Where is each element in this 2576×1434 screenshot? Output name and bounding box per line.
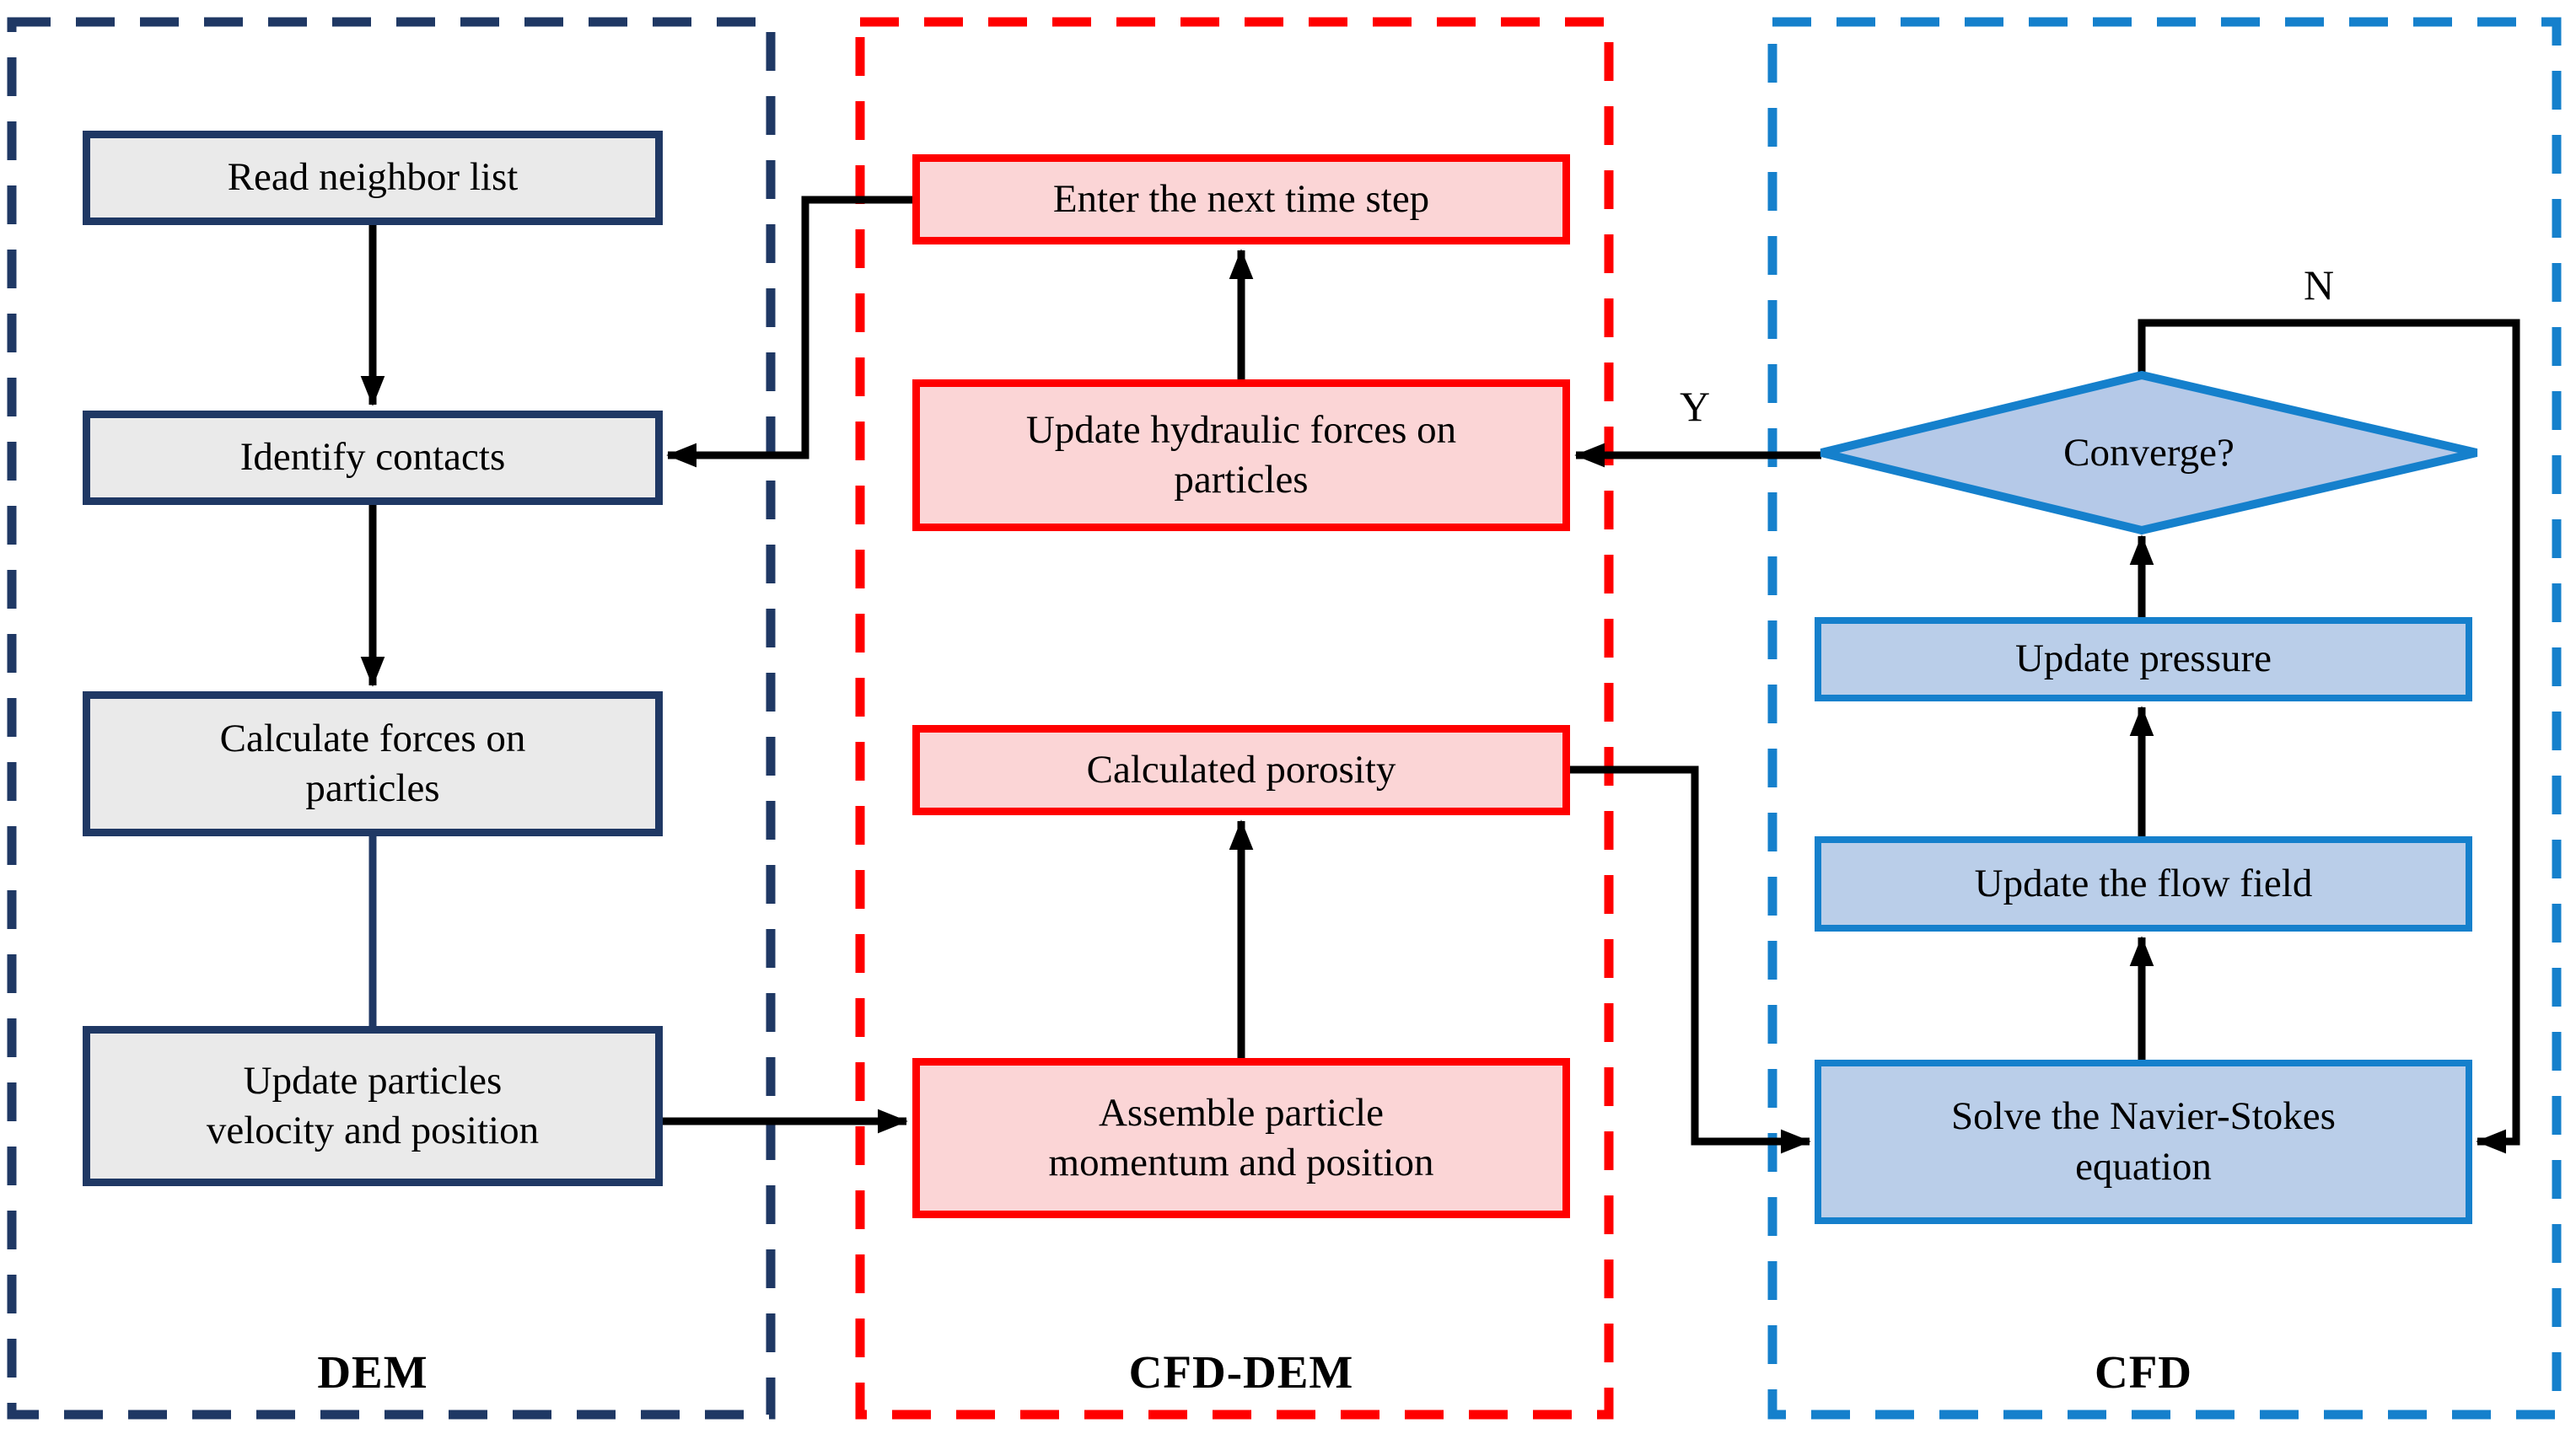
flow-box-read-neighbor-list: Read neighbor list [83, 131, 663, 225]
converge-diamond-shape [1820, 370, 2478, 535]
dem-panel-border [7, 17, 776, 1420]
flow-box-enter-next-time-step: Enter the next time step [912, 154, 1570, 244]
arrow-enter-to-identify [666, 196, 912, 468]
flow-box-update-pressure: Update pressure [1815, 617, 2472, 701]
flow-box-update-particles: Update particles velocity and position [83, 1026, 663, 1186]
dem-column-label: DEM [317, 1345, 428, 1398]
flow-box-identify-contacts: Identify contacts [83, 411, 663, 505]
flow-box-calculated-porosity: Calculated porosity [912, 725, 1570, 815]
arrow-converge-no-to-solve [2138, 319, 2520, 1154]
converge-yes-label: Y [1679, 383, 1711, 430]
converge-no-label: N [2303, 261, 2335, 309]
flow-box-update-flow-field: Update the flow field [1815, 836, 2472, 932]
cfd-dem-panel-border [855, 17, 1614, 1420]
cfd-panel-border [1767, 17, 2562, 1420]
cfd-dem-column-label: CFD-DEM [1128, 1345, 1354, 1398]
flow-box-assemble-particle-momentum: Assemble particle momentum and position [912, 1058, 1570, 1218]
flow-box-update-hydraulic-forces: Update hydraulic forces on particles [912, 379, 1570, 531]
flow-box-calculate-forces: Calculate forces on particles [83, 691, 663, 836]
arrow-porosity-to-solve [1570, 765, 1811, 1154]
converge-decision-label: Converge? [2063, 431, 2235, 475]
cfd-column-label: CFD [2094, 1345, 2193, 1398]
flow-box-solve-navier-stokes: Solve the Navier-Stokes equation [1815, 1060, 2472, 1224]
